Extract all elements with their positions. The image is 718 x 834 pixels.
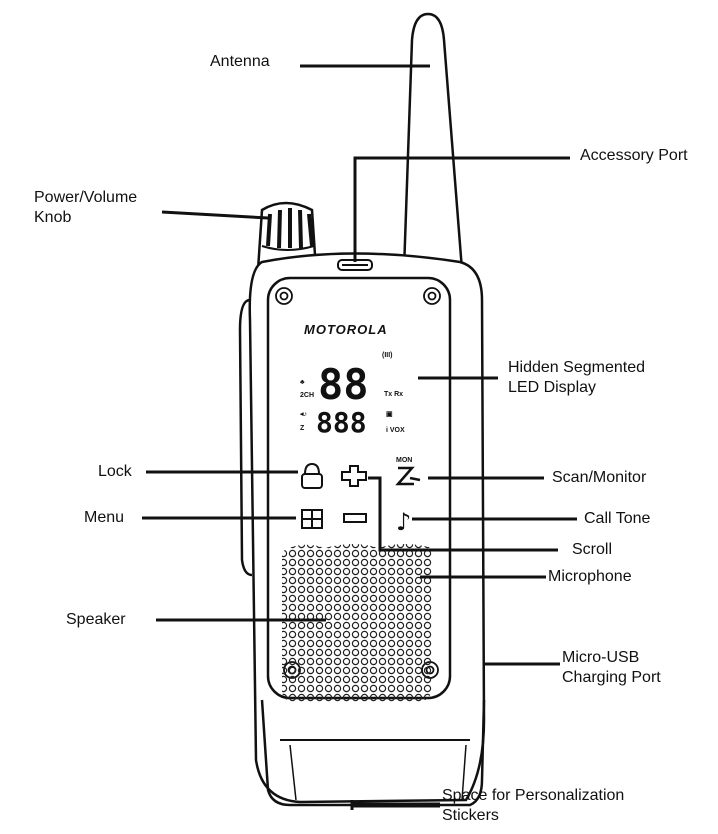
bell-icon: ♣ (300, 379, 305, 386)
stickers-label-line1: Space for Personalization (442, 787, 625, 804)
speaker-label-text: Speaker (66, 611, 126, 628)
minus-icon (343, 513, 367, 523)
lock-label-text: Lock (98, 463, 132, 480)
lock-label: Lock (98, 462, 132, 482)
micro-usb-label-line2: Charging Port (562, 669, 661, 686)
stickers-leader (350, 800, 440, 808)
hidden-display-label-line1: Hidden Segmented (508, 359, 645, 376)
stickers-label-line2: Stickers (442, 807, 499, 824)
power-volume-label-line1: Power/Volume (34, 189, 138, 206)
scan-z-icon (395, 466, 421, 486)
micro-usb-label-line1: Micro-USB (562, 649, 640, 666)
microphone-label: Microphone (548, 567, 632, 587)
brand-logo: MOTOROLA (304, 322, 388, 337)
call-tone-label: Call Tone (584, 509, 650, 529)
hidden-display-label: Hidden Segmented LED Display (508, 358, 645, 398)
lock-small-icon: ▣ (386, 411, 393, 418)
tx-rx-indicator: Tx Rx (384, 391, 403, 398)
code-digits: 888 (316, 406, 367, 439)
menu-label: Menu (84, 508, 124, 528)
power-volume-knob-shape (256, 201, 318, 272)
plus-icon (341, 465, 367, 487)
micro-usb-label: Micro-USB Charging Port (562, 648, 661, 688)
channel-digits: 88 (318, 360, 369, 409)
vox-indicator: i VOX (386, 427, 405, 434)
hidden-display-label-line2: LED Display (508, 379, 597, 396)
menu-grid-icon (301, 509, 323, 529)
scan-monitor-label: Scan/Monitor (552, 468, 646, 488)
power-volume-label-line2: Knob (34, 209, 72, 226)
leader-lines (142, 64, 577, 810)
scan-monitor-label-text: Scan/Monitor (552, 469, 647, 486)
battery-indicator: (III) (382, 352, 393, 359)
speaker-note-icon: ◂♪ (299, 411, 307, 418)
stickers-label: Space for Personalization Stickers (442, 786, 624, 826)
music-note-icon: ♪ (396, 508, 411, 536)
power-volume-knob-label: Power/Volume Knob (34, 188, 137, 228)
mon-indicator: MON (396, 457, 412, 464)
microphone-label-text: Microphone (548, 568, 632, 585)
scroll-label-text: Scroll (572, 541, 613, 558)
speaker-grill (282, 544, 432, 702)
accessory-port-label-text: Accessory Port (580, 147, 688, 164)
menu-label-text: Menu (84, 509, 125, 526)
speaker-label: Speaker (66, 610, 126, 630)
accessory-port-label: Accessory Port (580, 146, 688, 166)
antenna-shape (402, 12, 464, 272)
channel-indicator: 2CH (300, 392, 314, 399)
lock-icon (301, 462, 323, 489)
antenna-label-text: Antenna (210, 53, 270, 70)
call-tone-label-text: Call Tone (584, 510, 651, 527)
antenna-label: Antenna (210, 52, 270, 72)
z-icon: Z (300, 425, 305, 432)
side-button-shape (238, 298, 253, 577)
segmented-display: (III) ♣ 2CH 88 Tx Rx ◂♪ Z 888 ▣ i VOX (299, 352, 405, 439)
scroll-label: Scroll (572, 540, 612, 560)
